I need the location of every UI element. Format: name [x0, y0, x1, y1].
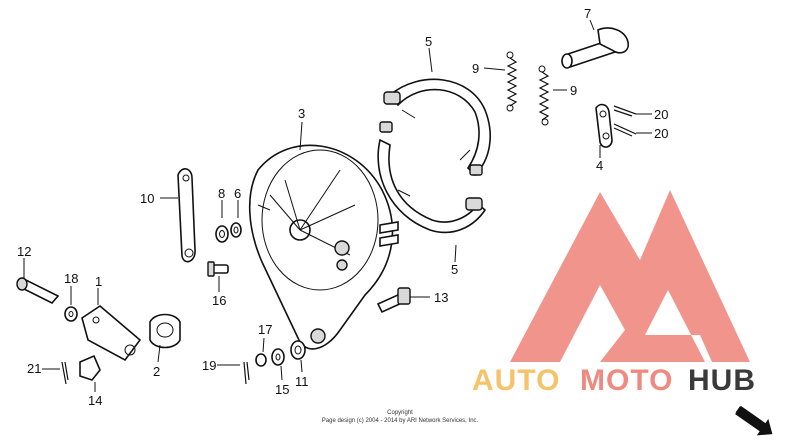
cotter-pin-part-21 — [61, 361, 69, 385]
bolt-part-16 — [207, 261, 229, 277]
cotter-pin-part-20-bottom — [613, 123, 637, 137]
callout-13: 13 — [434, 290, 448, 305]
callout-5-bottom: 5 — [451, 262, 458, 277]
callout-7: 7 — [584, 6, 591, 21]
callout-11: 11 — [295, 374, 309, 389]
callout-10: 10 — [140, 191, 154, 206]
callout-14: 14 — [88, 393, 102, 408]
callout-9-right: 9 — [570, 83, 577, 98]
leader-lines — [23, 19, 652, 392]
brake-cam-part-7 — [561, 27, 630, 69]
callout-8: 8 — [218, 186, 225, 201]
callout-15: 15 — [275, 382, 289, 397]
callout-19: 19 — [202, 358, 216, 373]
callout-18: 18 — [64, 271, 78, 286]
nut-part-14 — [79, 354, 101, 381]
cotter-pin-part-19 — [243, 361, 250, 385]
callout-17: 17 — [258, 322, 272, 337]
copyright-line-2: Page design (c) 2004 - 2014 by ARI Netwo… — [322, 418, 479, 424]
washer-part-17 — [255, 353, 267, 367]
spring-part-9-right — [538, 65, 550, 126]
spring-part-9-left — [506, 51, 518, 112]
callout-6: 6 — [234, 186, 241, 201]
logo-triangle-icon — [510, 190, 750, 362]
callout-12: 12 — [17, 244, 31, 259]
callout-2: 2 — [153, 364, 160, 379]
callout-20-bottom: 20 — [654, 126, 668, 141]
nut-part-11 — [290, 340, 306, 360]
callout-3: 3 — [298, 106, 305, 121]
bolt-part-13 — [376, 287, 411, 314]
watermark-word-moto: MOTO — [580, 364, 673, 397]
stopper-arm-part-1 — [81, 304, 142, 362]
washer-part-8 — [215, 225, 229, 243]
callout-9-left: 9 — [472, 61, 479, 76]
bolt-part-12 — [16, 277, 60, 304]
brake-shoes-part-5 — [377, 78, 491, 234]
callout-20-top: 20 — [654, 107, 668, 122]
watermark-logo — [510, 190, 750, 362]
brake-arm-part-10 — [177, 168, 196, 263]
plate-part-4 — [595, 103, 613, 148]
nut-part-18 — [64, 306, 78, 322]
copyright-line-1: Copyright — [387, 410, 413, 416]
collar-part-2 — [149, 313, 181, 349]
washer-part-15 — [271, 348, 285, 366]
watermark-word-auto: AUTO — [472, 364, 560, 397]
callout-1: 1 — [95, 274, 102, 289]
callout-21: 21 — [27, 361, 41, 376]
watermark-word-hub: HUB — [688, 364, 756, 397]
callout-5-top: 5 — [425, 34, 432, 49]
forward-arrow-icon — [735, 405, 773, 436]
nut-part-6 — [230, 222, 242, 238]
callout-16: 16 — [212, 293, 226, 308]
brake-panel-part-3 — [248, 144, 399, 350]
callout-4: 4 — [596, 158, 603, 173]
callout-labels: 3 5 5 9 9 7 20 20 4 10 8 6 16 12 18 1 2 … — [17, 6, 668, 408]
cotter-pin-part-20-top — [613, 105, 637, 117]
